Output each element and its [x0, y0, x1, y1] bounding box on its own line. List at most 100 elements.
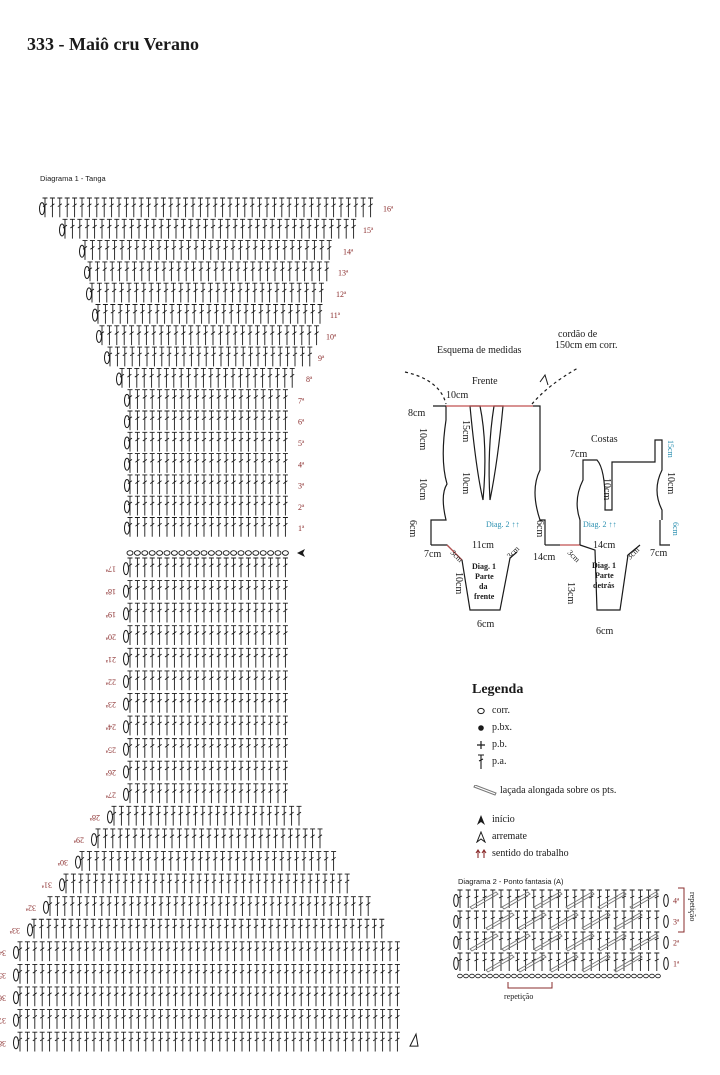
double-crochet-stitches	[87, 261, 330, 282]
single-crochet-icon	[472, 740, 490, 750]
turning-chain	[59, 223, 65, 237]
diagram1-row	[13, 963, 400, 984]
legend-item-slip: p.bx.	[472, 719, 672, 736]
double-crochet-stitches	[62, 218, 357, 239]
chain-stitch	[601, 973, 607, 979]
elongated-loop	[533, 933, 563, 952]
diagram1-row	[124, 495, 288, 516]
measure-13cm: 13cm	[565, 582, 576, 604]
row-number-label: 11ª	[330, 311, 341, 320]
chain-stitch	[499, 973, 505, 979]
legend-label-start: início	[492, 814, 515, 825]
chain-stitch	[200, 550, 208, 556]
row-number-label: 32ª	[25, 903, 36, 912]
double-crochet-stitches	[127, 517, 288, 537]
turning-chain	[39, 202, 45, 216]
chain-stitch	[493, 973, 499, 979]
diagram1-row	[124, 517, 288, 537]
elongated-loop	[565, 933, 595, 952]
double-crochet-stitches	[127, 453, 288, 473]
chain-stitch	[178, 550, 186, 556]
double-crochet-stitches	[127, 389, 288, 409]
diagram1-row	[84, 261, 330, 282]
elongated-loop	[581, 954, 611, 973]
chain-stitch	[252, 550, 260, 556]
legend-item-loop: laçada alongada sobre os pts.	[472, 782, 672, 799]
row-number-label: 28ª	[89, 813, 100, 822]
chain-stitch	[625, 973, 631, 979]
double-crochet-stitches	[127, 693, 288, 713]
chain-stitch	[259, 550, 267, 556]
row-number-label: 30ª	[57, 858, 68, 867]
chain-stitch	[457, 973, 463, 979]
measure-10cm-inner: 10cm	[460, 472, 471, 494]
legend-label-finish: arremate	[492, 831, 527, 842]
start-arrow-icon	[472, 814, 490, 826]
row-number-label: 6ª	[298, 418, 305, 427]
row-number-label: 16ª	[383, 205, 394, 214]
legend-label-single: p.b.	[492, 739, 507, 750]
diagram1-row	[123, 670, 288, 691]
diagram1-row	[86, 282, 324, 303]
turning-chain	[123, 742, 129, 756]
double-crochet-stitches	[119, 367, 295, 388]
turning-chain	[123, 652, 129, 666]
chain-stitch	[141, 550, 149, 556]
row-number-label: 21ª	[105, 655, 116, 664]
chain-stitch	[222, 550, 230, 556]
turning-chain	[116, 372, 122, 386]
measure-6cm-front-bottom: 6cm	[477, 619, 494, 630]
diagram1-row	[123, 557, 288, 578]
turning-chain	[663, 957, 669, 970]
measure-6cm-back-bottom: 6cm	[596, 626, 613, 637]
chain-stitch	[559, 973, 565, 979]
elongated-loop	[485, 912, 515, 931]
turning-chain	[123, 787, 129, 801]
chain-stitch	[185, 550, 193, 556]
front-piece-line1: Diag. 1	[472, 562, 496, 571]
elongated-loop	[597, 933, 627, 952]
chain-stitch	[517, 973, 523, 979]
chain-stitch	[148, 550, 156, 556]
turning-chain	[124, 521, 130, 535]
row-number-label: 12ª	[336, 290, 347, 299]
diagram2-row	[453, 910, 669, 931]
legend-label-slip: p.bx.	[492, 722, 512, 733]
double-crochet-stitches	[95, 828, 323, 849]
chain-stitch	[535, 973, 541, 979]
repeat-bracket	[507, 982, 553, 989]
row-number-label: 13ª	[338, 269, 349, 278]
turning-chain	[123, 697, 129, 711]
chain-stitch	[170, 550, 178, 556]
turning-chain	[123, 765, 129, 779]
legend-item-chain: corr.	[472, 702, 672, 719]
turning-chain	[453, 936, 459, 949]
chain-stitch	[207, 550, 215, 556]
turning-chain	[75, 855, 81, 869]
diagram1-row	[123, 602, 288, 623]
double-crochet-icon	[472, 753, 490, 770]
chain-stitch	[577, 973, 583, 979]
diagram1-row	[13, 1009, 400, 1029]
chain-stitch	[505, 973, 511, 979]
legend-item-double: p.a.	[472, 753, 672, 770]
chain-stitch	[649, 973, 655, 979]
chain-stitch	[469, 973, 475, 979]
measure-8cm: 8cm	[408, 408, 425, 419]
row-number-label: 36ª	[0, 994, 6, 1003]
finish-arrow-icon	[472, 830, 490, 843]
elongated-loop	[533, 891, 563, 910]
diagram1-row	[124, 410, 288, 431]
turning-chain	[124, 457, 130, 471]
turning-chain	[107, 810, 113, 824]
row-number-label: 27ª	[105, 790, 116, 799]
row-number-label: 17ª	[105, 565, 116, 574]
measure-7cm-left: 7cm	[424, 549, 441, 560]
schematic-title: Esquema de medidas	[437, 345, 522, 356]
diagram1-row	[96, 325, 320, 346]
elongated-loop	[597, 891, 627, 910]
diagram2-row-label: 4ª	[673, 897, 680, 906]
chain-stitch	[595, 973, 601, 979]
chain-stitch	[133, 550, 141, 556]
